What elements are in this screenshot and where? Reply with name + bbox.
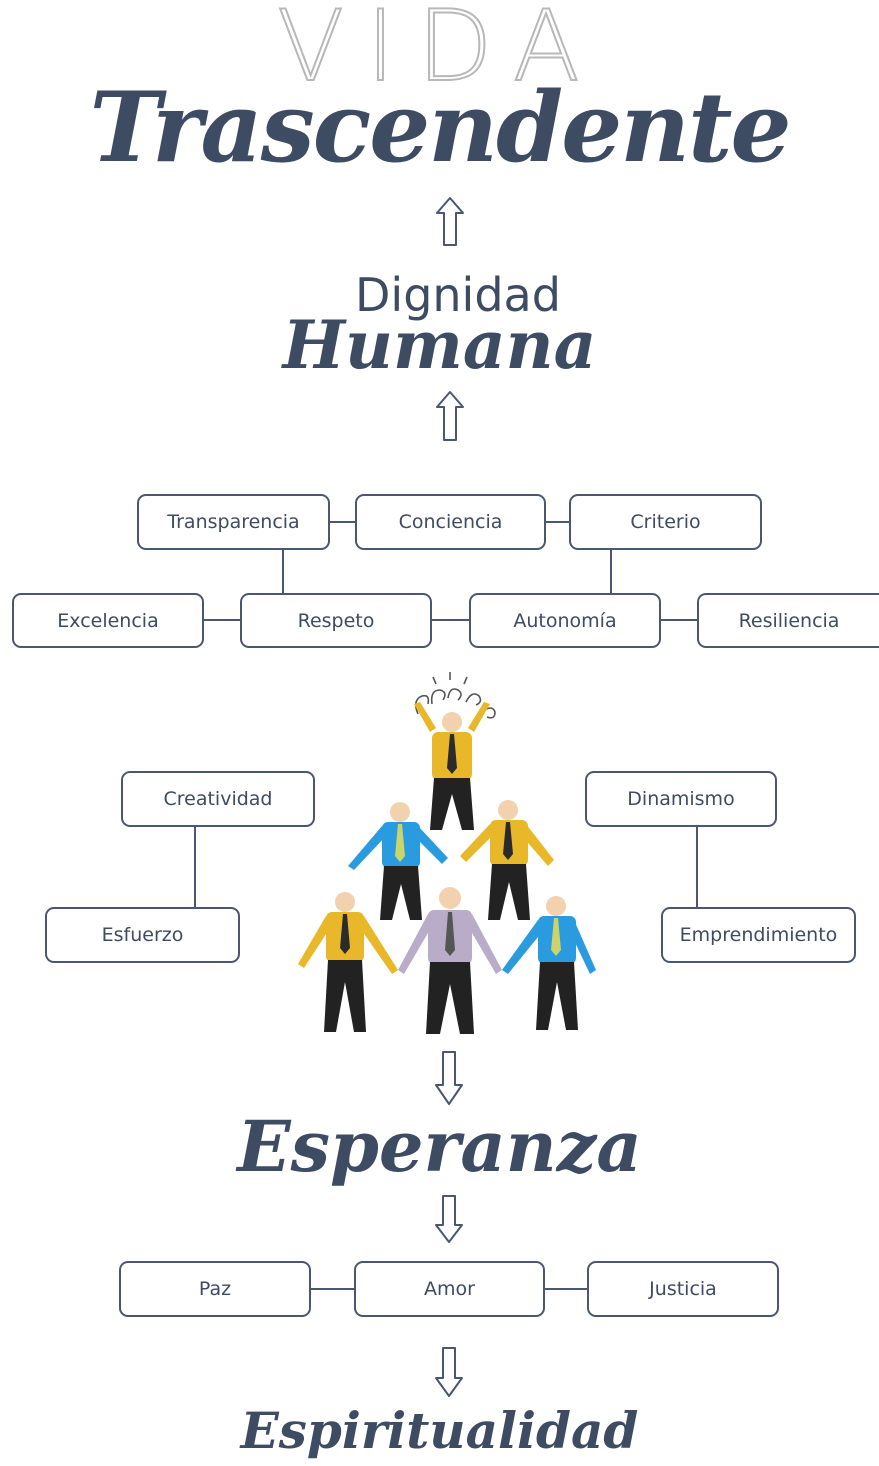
value-box-excelencia: Excelencia [12, 593, 204, 648]
humana-title: Humana [282, 306, 597, 384]
person-bottom-left [298, 892, 398, 1032]
arrow-up-icon [436, 391, 464, 441]
value-box-dinamismo: Dinamismo [585, 771, 777, 827]
esperanza-title: Esperanza [237, 1105, 642, 1188]
vida-title: VIDA [276, 0, 602, 104]
person-middle-left [348, 802, 448, 920]
dignidad-label: Dignidad [355, 268, 561, 322]
arrow-down-icon [435, 1051, 463, 1105]
value-box-emprendimiento: Emprendimiento [661, 907, 856, 963]
value-box-paz: Paz [119, 1261, 311, 1317]
arrow-up-icon [436, 197, 464, 246]
espiritualidad-title: Espiritualidad [240, 1401, 639, 1460]
arrow-down-icon [435, 1195, 463, 1243]
value-box-criterio: Criterio [569, 494, 762, 550]
person-bottom-middle [398, 887, 502, 1034]
value-box-conciencia: Conciencia [355, 494, 546, 550]
person-top [414, 702, 490, 830]
value-box-autonomia: Autonomía [469, 593, 661, 648]
human-pyramid-illustration [298, 672, 596, 1034]
value-box-esfuerzo: Esfuerzo [45, 907, 240, 963]
person-middle-right [460, 800, 554, 920]
value-box-justicia: Justicia [587, 1261, 779, 1317]
arrow-down-icon [435, 1347, 463, 1397]
value-box-amor: Amor [354, 1261, 545, 1317]
trascendente-title: Trascendente [89, 71, 791, 184]
value-box-transparencia: Transparencia [137, 494, 330, 550]
value-box-respeto: Respeto [240, 593, 432, 648]
value-box-resiliencia: Resiliencia [697, 593, 879, 648]
value-box-creatividad: Creatividad [121, 771, 315, 827]
person-bottom-right [502, 896, 596, 1030]
